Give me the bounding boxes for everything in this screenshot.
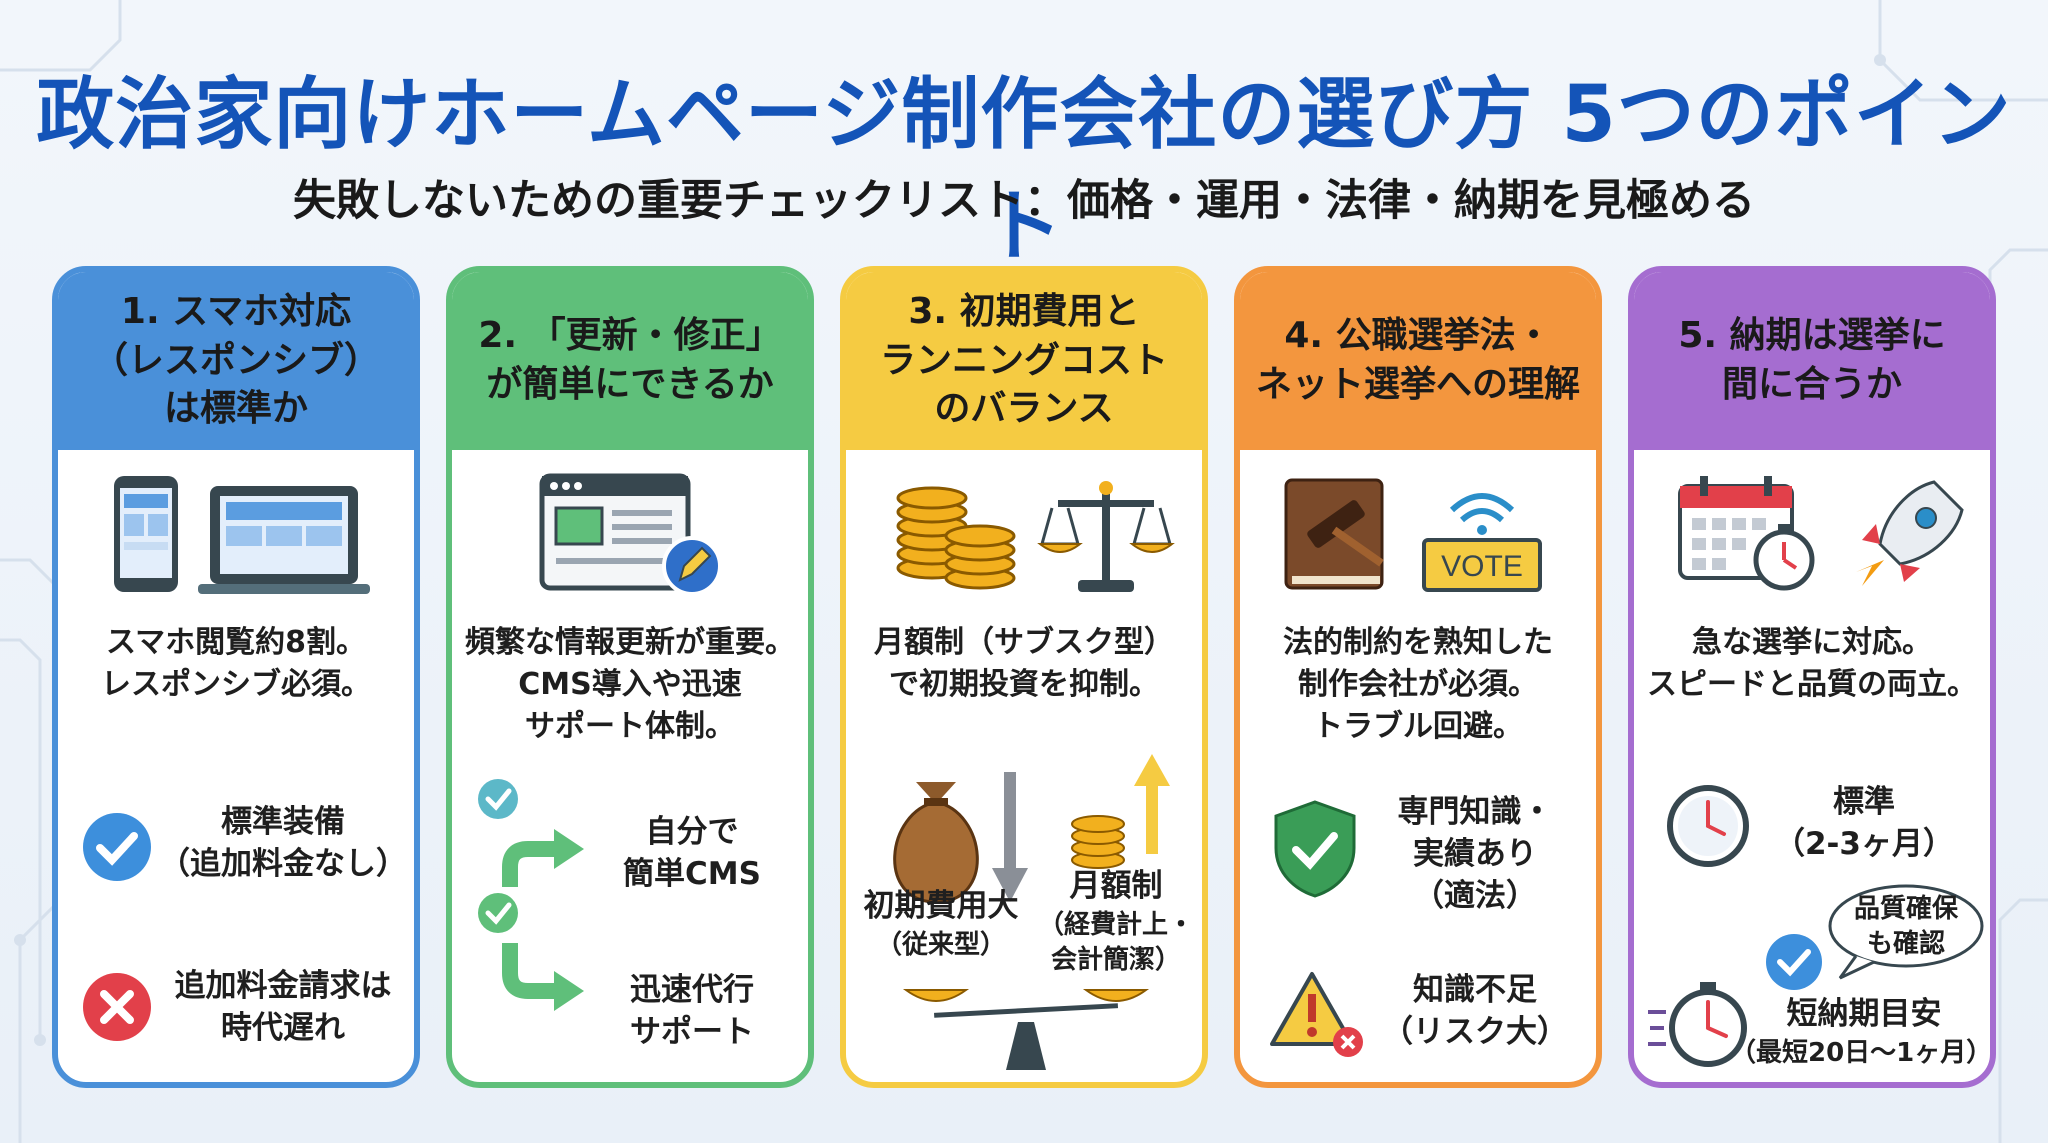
coins-icon (1071, 815, 1125, 869)
fast-label: 短納期目安 (1786, 996, 1942, 1032)
check-circle-icon (83, 813, 151, 881)
card-description: 月額制（サブスク型） で初期投資を抑制。 (874, 625, 1174, 702)
warning-icon (1270, 972, 1363, 1057)
scale-icon (1037, 481, 1175, 592)
cost-icons (896, 481, 1175, 592)
schedule-icons (1678, 476, 1964, 591)
shield-check-icon (1274, 800, 1356, 898)
coins-icon (896, 486, 1016, 590)
device-icons (114, 476, 370, 594)
stopwatch-icon (1753, 524, 1815, 591)
good-label: 標準装備 （追加料金なし） (159, 804, 407, 882)
card-heading: 3. 初期費用と ランニングコスト のバランス (846, 272, 1202, 450)
law-icons: VOTE (1284, 478, 1542, 592)
bad-label: 追加料金請求は 時代遅れ (174, 968, 392, 1046)
arrow-icon (502, 841, 558, 887)
clock-icon (1667, 785, 1749, 867)
standard-label: 標準 （2-3ヶ月） (1773, 784, 1954, 862)
arrow-down-icon (992, 772, 1028, 902)
speech-bubble (1828, 884, 1984, 980)
x-circle-icon (83, 973, 151, 1041)
fast-stopwatch-icon (1648, 982, 1747, 1067)
vote-text: VOTE (1441, 550, 1523, 583)
card-heading: 5. 納期は選挙に 間に合うか (1634, 272, 1990, 450)
flow-arrows (478, 779, 584, 1011)
card-description: スマホ閲覧約8割。 レスポンシブ必須。 (101, 625, 371, 702)
monthly-sub: （経費計上・ 会計簡潔） (1037, 910, 1194, 976)
check-icon (478, 779, 518, 819)
card-description: 法的制約を熟知した 制作会社が必須。 トラブル回避。 (1283, 625, 1553, 744)
card-description: 頻繁な情報更新が重要。 CMS導入や迅速 サポート体制。 (465, 625, 795, 744)
law-book-gavel-icon (1284, 478, 1384, 590)
page-title: 政治家向けホームページ制作会社の選び方 5つのポイント (36, 70, 2012, 272)
browser-edit-icon (539, 473, 722, 596)
card-description: 急な選挙に対応。 スピードと品質の両立。 (1647, 625, 1977, 702)
initial-cost-label: 初期費用大 (863, 888, 1019, 924)
bubble-text: 品質確保 も確認 (1853, 894, 1958, 960)
monthly-label: 月額制 (1069, 868, 1163, 904)
card-update: 2. 「更新・修正」 が簡単にできるか 頻繁な情報更新が重要。 CMS導入や迅速… (446, 266, 814, 1088)
fast-sub: （最短20日〜1ヶ月） (1730, 1038, 1993, 1068)
cms-label: 自分で 簡単CMS (623, 814, 761, 892)
check-icon (478, 893, 518, 933)
balance-icon (902, 989, 1150, 1070)
card-heading: 1. スマホ対応 （レスポンシブ） は標準か (58, 272, 414, 450)
rocket-icon (1856, 480, 1964, 586)
support-label: 迅速代行 サポート (630, 972, 754, 1050)
card-heading: 2. 「更新・修正」 が簡単にできるか (452, 272, 808, 450)
money-bag-icon (893, 782, 979, 904)
cards-row: 1. スマホ対応 （レスポンシブ） は標準か スマホ閲覧約8割。 レスポンシブ必… (52, 266, 1996, 1090)
good-label: 専門知識・ 実績あり （適法） (1397, 794, 1553, 914)
cost-compare-icons (893, 754, 1170, 904)
page-subtitle: 失敗しないための重要チェックリスト：価格・運用・法律・納期を見極める (293, 176, 1755, 226)
laptop-icon (198, 486, 370, 594)
card-heading: 4. 公職選挙法・ ネット選挙への理解 (1240, 272, 1596, 450)
card-cost: 3. 初期費用と ランニングコスト のバランス 月額制（サブスク型） で初期投資… (840, 266, 1208, 1088)
arrow-icon (502, 943, 558, 999)
card-deadline: 5. 納期は選挙に 間に合うか 急な選挙に対応。 スピードと品質の両立。 (1628, 266, 1996, 1088)
card-responsive: 1. スマホ対応 （レスポンシブ） は標準か スマホ閲覧約8割。 レスポンシブ必… (52, 266, 420, 1088)
check-circle-icon (1766, 934, 1822, 990)
arrow-up-icon (1134, 754, 1170, 854)
vote-sign-icon: VOTE (1422, 493, 1542, 592)
initial-cost-sub: （従来型） (875, 930, 1006, 960)
card-election-law: 4. 公職選挙法・ ネット選挙への理解 VOTE 法的制約を熟知した 制作会社が… (1234, 266, 1602, 1088)
smartphone-icon (114, 476, 178, 592)
bad-label: 知識不足 （リスク大） (1382, 972, 1568, 1050)
